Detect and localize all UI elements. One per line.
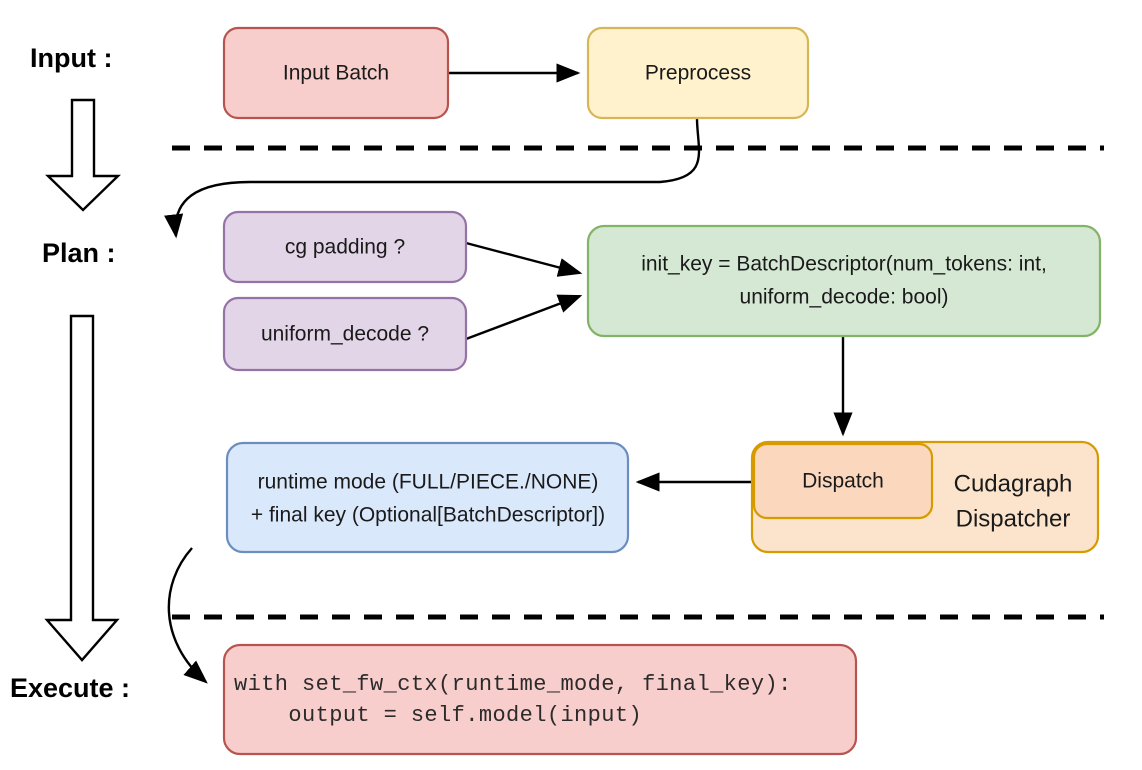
- runtime-mode-line-2: + final key (Optional[BatchDescriptor]): [251, 504, 605, 527]
- init-key-line-2: uniform_decode: bool): [740, 286, 949, 309]
- node-input-batch[interactable]: Input Batch: [222, 26, 450, 120]
- input-batch-box[interactable]: [222, 26, 450, 120]
- execute-code-line-2: output = self.model(input): [234, 703, 642, 728]
- node-preprocess[interactable]: Preprocess: [586, 26, 810, 120]
- node-dispatch[interactable]: Dispatch: [752, 442, 934, 520]
- dispatch-label: Dispatch: [802, 470, 884, 493]
- execute-code-line-1: with set_fw_ctx(runtime_mode, final_key)…: [234, 672, 792, 697]
- stage-label-input: Input :: [30, 43, 112, 73]
- runtime-mode-box[interactable]: [225, 441, 630, 554]
- dispatch-box[interactable]: [752, 442, 934, 520]
- init-key-line-1: init_key = BatchDescriptor(num_tokens: i…: [641, 253, 1047, 276]
- input-batch-label: Input Batch: [283, 62, 389, 85]
- edge-uniform-decode-to-init-key: [465, 294, 583, 341]
- edge-cg-padding-to-init-key: [465, 241, 583, 277]
- preprocess-label: Preprocess: [645, 62, 751, 85]
- cg-padding-label: cg padding ?: [285, 236, 405, 259]
- runtime-mode-line-1: runtime mode (FULL/PIECE./NONE): [258, 471, 599, 494]
- node-init-key[interactable]: init_key = BatchDescriptor(num_tokens: i…: [586, 224, 1102, 338]
- uniform-decode-box[interactable]: [222, 296, 468, 372]
- edge-preprocess-to-cg-padding: [164, 117, 701, 239]
- input-to-plan-arrow: [45, 98, 121, 212]
- execute-code-box[interactable]: [222, 643, 858, 756]
- stage-label-plan: Plan :: [42, 238, 116, 268]
- node-uniform-decode[interactable]: uniform_decode ?: [222, 296, 468, 372]
- cg-padding-box[interactable]: [222, 210, 468, 284]
- init-key-box[interactable]: [586, 224, 1102, 338]
- node-execute-code[interactable]: with set_fw_ctx(runtime_mode, final_key)…: [222, 643, 858, 756]
- node-runtime-mode[interactable]: runtime mode (FULL/PIECE./NONE) + final …: [225, 441, 630, 554]
- edge-runtime-mode-to-execute-code: [167, 547, 208, 684]
- node-cg-padding[interactable]: cg padding ?: [222, 210, 468, 284]
- preprocess-box[interactable]: [586, 26, 810, 120]
- stage-label-execute: Execute :: [10, 673, 130, 703]
- cudagraph-dispatcher-line-1: Cudagraph: [954, 470, 1073, 497]
- plan-to-execute-arrow: [44, 314, 120, 662]
- uniform-decode-label: uniform_decode ?: [261, 323, 429, 346]
- cudagraph-dispatcher-line-2: Dispatcher: [956, 505, 1071, 532]
